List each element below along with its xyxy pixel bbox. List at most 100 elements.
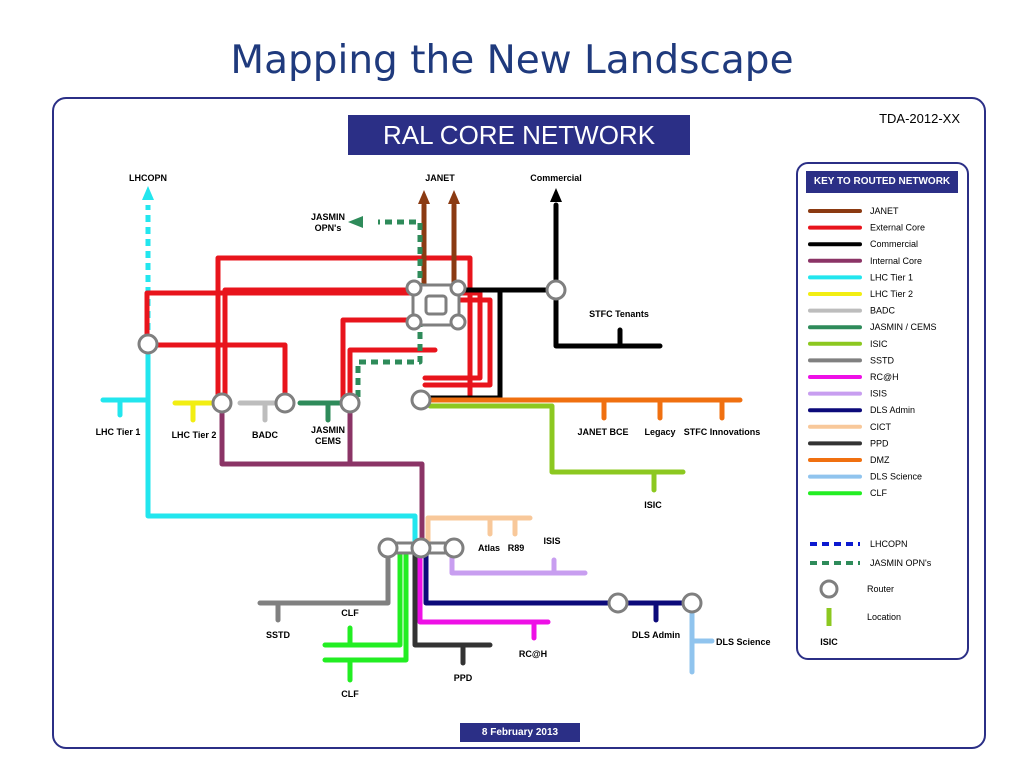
external-core-loop-3 (145, 342, 288, 406)
network-banner: RAL CORE NETWORK (348, 115, 690, 155)
label-janet-bce: JANET BCE (577, 427, 628, 437)
ppd-line (412, 545, 493, 666)
router-dls-1 (607, 592, 629, 614)
dls-admin-line (423, 545, 693, 623)
core-router-2 (449, 279, 467, 297)
legend-label: DLS Science (870, 472, 922, 482)
legend-label: SSTD (870, 355, 895, 365)
core-router-4 (449, 313, 467, 331)
legend-router-icon (819, 579, 839, 599)
clf-line-2 (322, 545, 409, 683)
legend-label: Commercial (870, 239, 918, 249)
label-jasmin-cems-2: CEMS (315, 436, 341, 446)
label-isis: ISIS (543, 536, 560, 546)
router-site-2 (410, 537, 432, 559)
network-lines (100, 202, 743, 683)
jasmin-opn-arrow-icon (348, 216, 363, 228)
sstd-line (257, 545, 391, 623)
legend-label: DLS Admin (870, 405, 915, 415)
jasmin-opn-dashed (378, 219, 423, 290)
legend-label: External Core (870, 223, 925, 233)
label-jasmin-opns-1: JASMIN (311, 212, 345, 222)
core-router-3 (405, 313, 423, 331)
external-core-loop-6 (340, 317, 438, 406)
router-badc (274, 392, 296, 414)
label-clf-upper: CLF (341, 608, 359, 618)
router-site-3 (443, 537, 465, 559)
legend-dashed-label: LHCOPN (870, 539, 908, 549)
label-dls-science: DLS Science (716, 637, 771, 647)
router-lhc-tier2 (211, 392, 233, 414)
legend-location-example: ISIC (820, 637, 838, 647)
label-ppd: PPD (454, 673, 473, 683)
router-site-1 (377, 537, 399, 559)
label-stfc-innovations: STFC Innovations (684, 427, 761, 437)
label-rcah: RC@H (519, 649, 547, 659)
janet-arrow-icon-2 (448, 190, 460, 204)
router-internal (410, 389, 432, 411)
router-commercial (545, 279, 567, 301)
legend-title: KEY TO ROUTED NETWORK (806, 171, 958, 193)
internal-core-line (219, 400, 425, 551)
date-footer: 8 February 2013 (460, 723, 580, 742)
legend-label: JASMIN / CEMS (870, 322, 937, 332)
legend-label: ISIS (870, 389, 887, 399)
lhcopn-arrow-icon (142, 186, 154, 200)
legend-label: PPD (870, 438, 889, 448)
router-dls-2 (681, 592, 703, 614)
dls-science-line (689, 600, 715, 675)
rcah-line (417, 545, 551, 641)
legend-label: Internal Core (870, 256, 922, 266)
label-commercial: Commercial (530, 173, 582, 183)
core-router-1 (405, 279, 423, 297)
arrowheads (142, 186, 562, 228)
label-clf-lower: CLF (341, 689, 359, 699)
jasmin-opn-dashed-2 (355, 320, 423, 403)
external-core-loop-7 (347, 347, 438, 406)
label-atlas: Atlas (478, 543, 500, 553)
cict-line (425, 515, 533, 551)
label-jasmin-cems-1: JASMIN (311, 425, 345, 435)
label-sstd: SSTD (266, 630, 291, 640)
diagram-frame (52, 97, 986, 749)
legend-label: LHC Tier 2 (870, 289, 913, 299)
label-stfc-tenants: STFC Tenants (589, 309, 649, 319)
legend-label: BADC (870, 306, 896, 316)
legend-label: DMZ (870, 455, 890, 465)
slide-title: Mapping the New Landscape (230, 38, 794, 83)
legend-label: CLF (870, 488, 888, 498)
label-isic: ISIC (644, 500, 662, 510)
janet-arrow-icon-1 (418, 190, 430, 204)
commercial-arrow-icon (550, 188, 562, 202)
isic-line (427, 403, 686, 493)
legend-box (796, 162, 969, 660)
legend-label: JANET (870, 206, 899, 216)
legend-label: RC@H (870, 372, 899, 382)
legend-dashed-label: JASMIN OPN's (870, 558, 932, 568)
legend-router-label: Router (867, 584, 894, 594)
clf-line-1 (322, 545, 403, 648)
legend-label: ISIC (870, 339, 888, 349)
legend-label: CICT (870, 422, 891, 432)
legend-label: LHC Tier 1 (870, 272, 913, 282)
routers (137, 279, 703, 614)
label-r89: R89 (508, 543, 525, 553)
external-core-loop-4 (222, 287, 413, 406)
document-reference: TDA-2012-XX (879, 111, 960, 126)
external-core-loop-2 (144, 290, 483, 381)
label-janet: JANET (425, 173, 455, 183)
label-badc: BADC (252, 430, 278, 440)
dmz-line (419, 397, 743, 421)
legend-location-label: Location (867, 612, 901, 622)
router-lhc-tier1 (137, 333, 159, 355)
label-jasmin-opns-2: OPN's (315, 223, 342, 233)
label-lhcopn: LHCOPN (129, 173, 167, 183)
router-jasmin-cems (339, 392, 361, 414)
lhc-tier1-stub (100, 397, 151, 418)
label-lhc-tier2: LHC Tier 2 (172, 430, 217, 440)
label-lhc-tier1: LHC Tier 1 (96, 427, 141, 437)
commercial-stfc-tenants (553, 287, 663, 349)
